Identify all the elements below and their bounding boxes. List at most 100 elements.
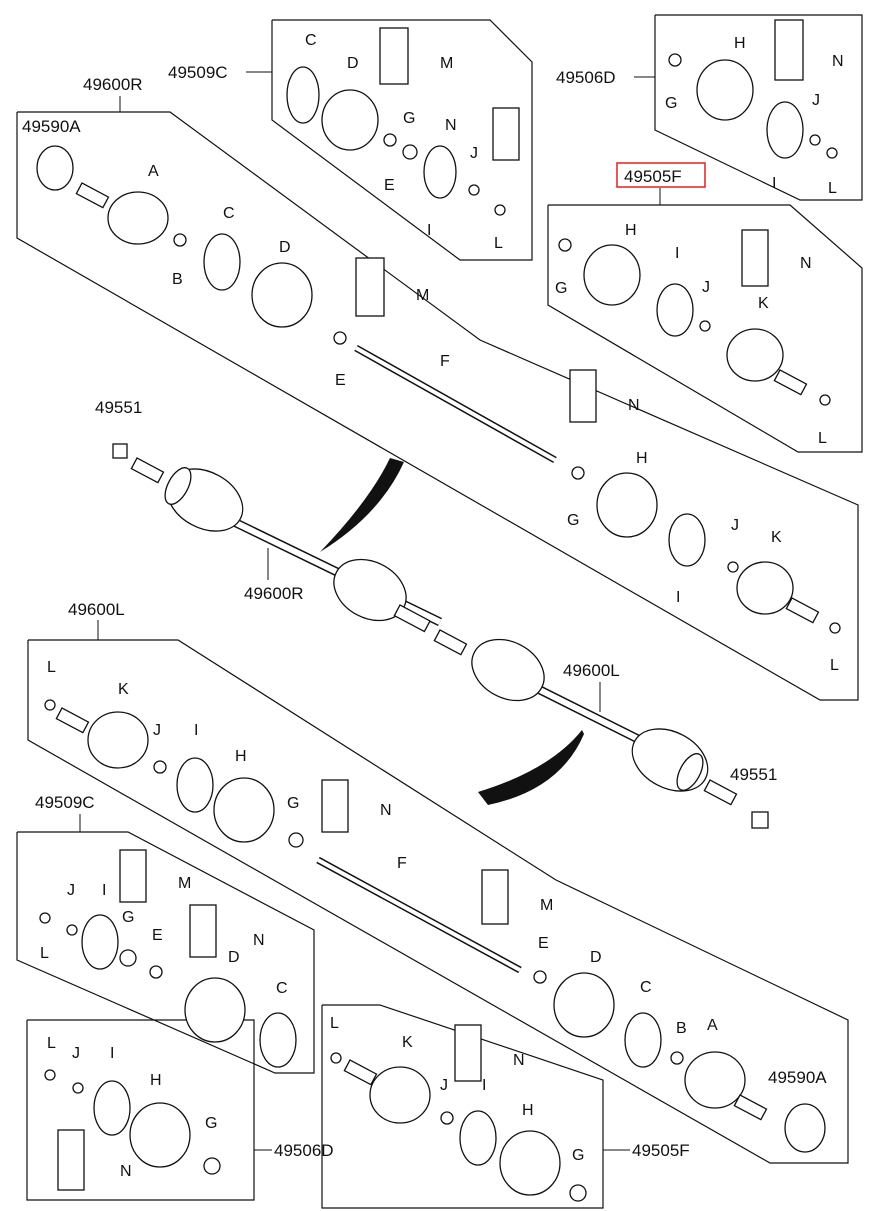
callout-h-4: H <box>636 450 648 467</box>
grease-m-49509c-bottom <box>119 849 147 903</box>
clip-e-49600l <box>533 970 547 984</box>
callout-l-4: L <box>830 657 839 674</box>
clamp-i-topright <box>766 101 804 159</box>
callout-k-4: K <box>771 529 782 546</box>
grease-n-49505f <box>741 229 769 287</box>
right-driveshaft-assembly <box>130 457 442 633</box>
callout-l-5: L <box>47 659 56 676</box>
callout-g-4: G <box>567 512 579 529</box>
shaft-a-49600l <box>733 1094 768 1121</box>
callout-n-7: N <box>120 1163 132 1180</box>
part-49551-nut-top <box>112 443 128 459</box>
label-49506d-top: 49506D <box>556 68 616 87</box>
kit-box-49509c-bottom <box>16 831 315 1074</box>
callout-h-6: H <box>150 1072 162 1089</box>
label-49506d-bottom: 49506D <box>274 1141 334 1160</box>
callout-j-3: J <box>702 279 710 296</box>
callout-g-6: G <box>122 909 134 926</box>
callout-c-4: C <box>276 980 288 997</box>
callout-h-3: H <box>625 222 637 239</box>
grease-m-49600l <box>481 869 509 925</box>
callout-j-6: J <box>67 882 75 899</box>
joint-k-49600r <box>736 561 794 615</box>
callout-l-7: L <box>47 1035 56 1052</box>
callout-n-5: N <box>380 802 392 819</box>
boot-h-49506d-bottom <box>129 1102 191 1168</box>
callout-k-3: K <box>758 295 769 312</box>
callout-g-5: G <box>287 795 299 812</box>
shaft-k-49505f-bottom <box>343 1059 378 1086</box>
label-49590a-bottom: 49590A <box>768 1068 827 1087</box>
callout-d: D <box>347 55 359 72</box>
kit-box-49505f-bottom <box>321 1004 604 1209</box>
callout-a-2: A <box>707 1017 718 1034</box>
boot-h-top <box>696 59 754 121</box>
clip-g-49509c-bottom <box>119 949 137 967</box>
kit-box-49506d-top <box>654 14 863 201</box>
boot-d-49600r <box>251 262 313 328</box>
callout-i-7: I <box>110 1045 114 1062</box>
clamp-c-49509c-bottom <box>259 1012 297 1068</box>
shaft-k-49600r <box>785 597 820 624</box>
grease-n-49506d-bottom <box>57 1129 85 1191</box>
joint-k-49600l <box>87 711 149 769</box>
callout-l: L <box>494 235 503 252</box>
callout-m-3: M <box>540 897 553 914</box>
grease-n-49600r <box>569 369 597 423</box>
clamp-i-top <box>423 145 457 199</box>
shaft-k-49505f <box>773 369 808 396</box>
joint-k-49505f-bottom <box>369 1066 431 1124</box>
callout-n-2: N <box>832 53 844 70</box>
callout-e-3: E <box>538 935 549 952</box>
clip-g-topright <box>668 53 682 67</box>
ring-l-49509c-bottom <box>39 912 51 924</box>
ring-l-49506d-bottom <box>44 1069 56 1081</box>
ring-b-top <box>173 233 187 247</box>
clip-g-top <box>402 144 418 160</box>
callout-n-3: N <box>800 255 812 272</box>
clip-g-49505f-bottom <box>569 1184 587 1202</box>
boot-d-49509c-bottom <box>184 977 246 1043</box>
callout-n-4: N <box>628 397 640 414</box>
part-49551-nut-right <box>751 811 769 829</box>
callout-h-7: H <box>522 1102 534 1119</box>
letter-callouts: C D M N G E J I L H N G J I L H N G I J … <box>40 32 844 1180</box>
ring-l-49505f-bottom <box>330 1052 342 1064</box>
callout-m: M <box>440 55 453 72</box>
clamp-i-49506d-bottom <box>93 1080 131 1136</box>
ring-l-49600r <box>829 622 841 634</box>
joint-k-49505f <box>726 328 784 382</box>
boot-h-49600l <box>213 777 275 843</box>
clip-g-49600r <box>571 466 585 480</box>
callout-c: C <box>305 32 317 49</box>
callout-e-2: E <box>335 372 346 389</box>
callout-i-3: I <box>675 245 679 262</box>
left-driveshaft-assembly <box>433 629 738 806</box>
callout-i: I <box>427 222 431 239</box>
callout-g-7: G <box>205 1115 217 1132</box>
kit-box-49506d-bottom <box>26 1019 255 1201</box>
ring-j-49506d-bottom <box>72 1082 84 1094</box>
boot-d-49600l <box>553 972 615 1038</box>
clip-e-49600r <box>333 331 347 345</box>
callout-c-3: C <box>640 979 652 996</box>
callout-h-5: H <box>235 748 247 765</box>
label-49600r-top: 49600R <box>83 75 143 94</box>
shaft-a-top <box>75 182 110 209</box>
callout-e-4: E <box>152 927 163 944</box>
label-49600l-left: 49600L <box>68 600 125 619</box>
kit-box-49600r <box>16 111 859 701</box>
callout-j-2: J <box>812 92 820 109</box>
clamp-c-49600r <box>203 233 241 291</box>
clamp-i-49505f-bottom <box>459 1110 497 1166</box>
joint-a-top <box>107 191 169 245</box>
clamp-i-49600l <box>176 757 214 813</box>
callout-n: N <box>445 117 457 134</box>
grease-n-49509c-bottom <box>189 904 217 958</box>
callout-f: F <box>440 353 450 370</box>
clip-g-49505f <box>558 238 572 252</box>
label-49600r-mid: 49600R <box>244 584 304 603</box>
clamp-i-49509c-bottom <box>81 914 119 970</box>
